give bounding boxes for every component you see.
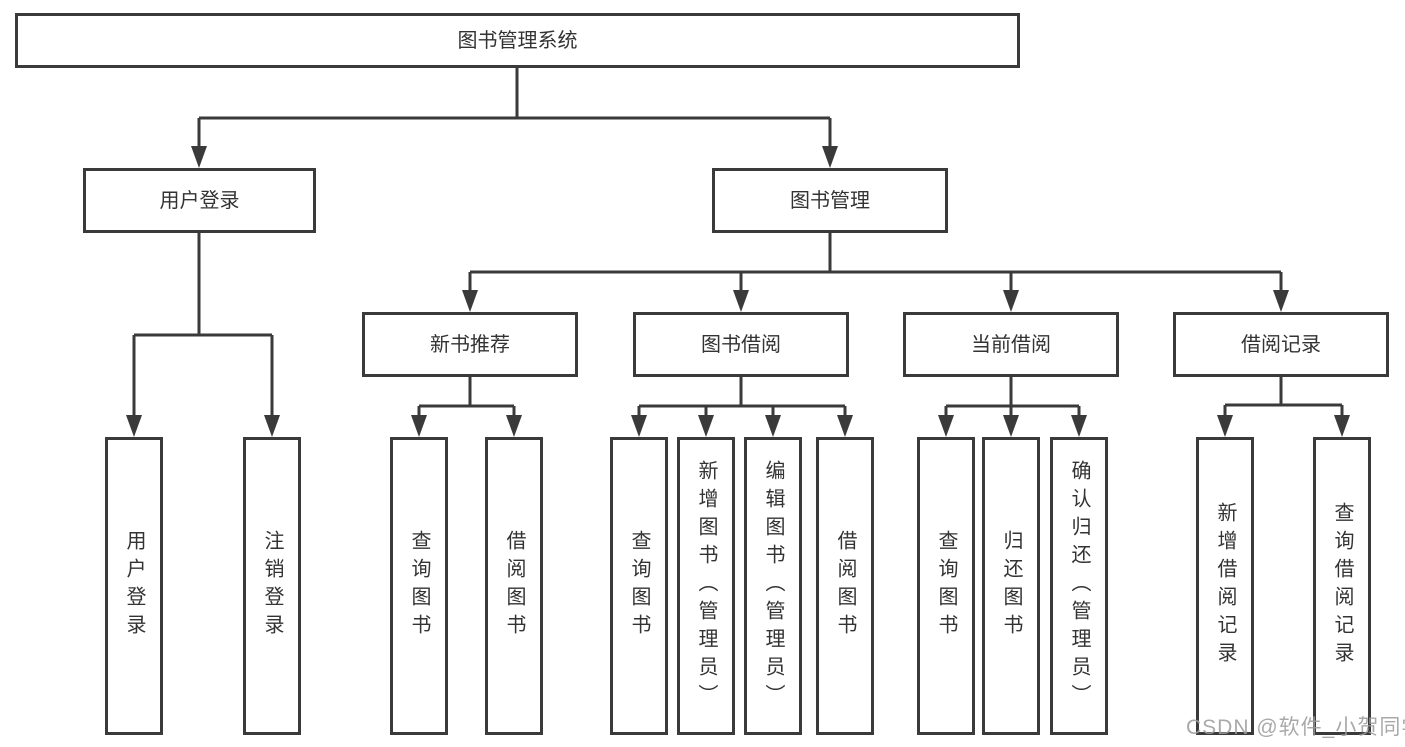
leaf-query-books-2: 查询图书 — [610, 437, 668, 735]
node-new-book-recommend: 新书推荐 — [362, 312, 578, 377]
node-current-borrow: 当前借阅 — [903, 312, 1119, 377]
leaf-label: 新增图书（管理员） — [695, 460, 717, 712]
leaf-label: 用户登录 — [123, 530, 145, 642]
leaf-edit-books-admin: 编辑图书（管理员） — [744, 437, 802, 735]
leaf-return-books: 归还图书 — [982, 437, 1040, 735]
connector-book-borrow-to-leaves — [631, 377, 853, 437]
leaf-add-borrow-record: 新增借阅记录 — [1196, 437, 1254, 735]
leaf-label: 注销登录 — [261, 530, 283, 642]
leaf-logout: 注销登录 — [243, 437, 301, 735]
node-borrow-records: 借阅记录 — [1173, 312, 1389, 377]
leaf-label: 编辑图书（管理员） — [762, 460, 784, 712]
connector-root-to-level2 — [191, 68, 838, 168]
leaf-label: 确认归还（管理员） — [1068, 460, 1090, 712]
node-label: 新书推荐 — [430, 333, 510, 356]
leaf-label: 查询图书 — [935, 530, 957, 642]
csdn-watermark: CSDN @软件_小贺同学 — [1186, 716, 1405, 739]
node-user-login: 用户登录 — [83, 168, 316, 233]
node-book-borrow: 图书借阅 — [633, 312, 849, 377]
leaf-label: 归还图书 — [1000, 530, 1022, 642]
node-label: 图书借阅 — [701, 333, 781, 356]
connector-new-books-to-leaves — [411, 377, 522, 437]
node-label: 用户登录 — [159, 189, 240, 212]
leaf-label: 借阅图书 — [834, 530, 856, 642]
node-label: 图书管理 — [790, 189, 870, 212]
leaf-query-books-3: 查询图书 — [917, 437, 975, 735]
leaf-query-borrow-record: 查询借阅记录 — [1313, 437, 1371, 735]
leaf-query-books-1: 查询图书 — [390, 437, 448, 735]
node-label: 当前借阅 — [971, 333, 1051, 356]
leaf-confirm-return-admin: 确认归还（管理员） — [1050, 437, 1108, 735]
leaf-label: 新增借阅记录 — [1214, 502, 1236, 670]
connector-borrow-records-to-leaves — [1217, 377, 1350, 437]
node-library-management-system: 图书管理系统 — [15, 13, 1020, 68]
leaf-label: 查询图书 — [628, 530, 650, 642]
leaf-label: 借阅图书 — [503, 530, 525, 642]
leaf-label: 查询图书 — [408, 530, 430, 642]
leaf-label: 查询借阅记录 — [1331, 502, 1353, 670]
leaf-add-books-admin: 新增图书（管理员） — [677, 437, 735, 735]
leaf-borrow-books-2: 借阅图书 — [816, 437, 874, 735]
connector-book-management-to-level3 — [462, 233, 1289, 312]
connector-user-login-to-leaves — [126, 233, 280, 437]
node-label: 借阅记录 — [1241, 333, 1321, 356]
connector-current-borrow-to-leaves — [938, 377, 1087, 437]
node-label: 图书管理系统 — [457, 29, 578, 52]
leaf-user-login: 用户登录 — [105, 437, 163, 735]
leaf-borrow-books-1: 借阅图书 — [485, 437, 543, 735]
node-book-management: 图书管理 — [712, 168, 948, 233]
